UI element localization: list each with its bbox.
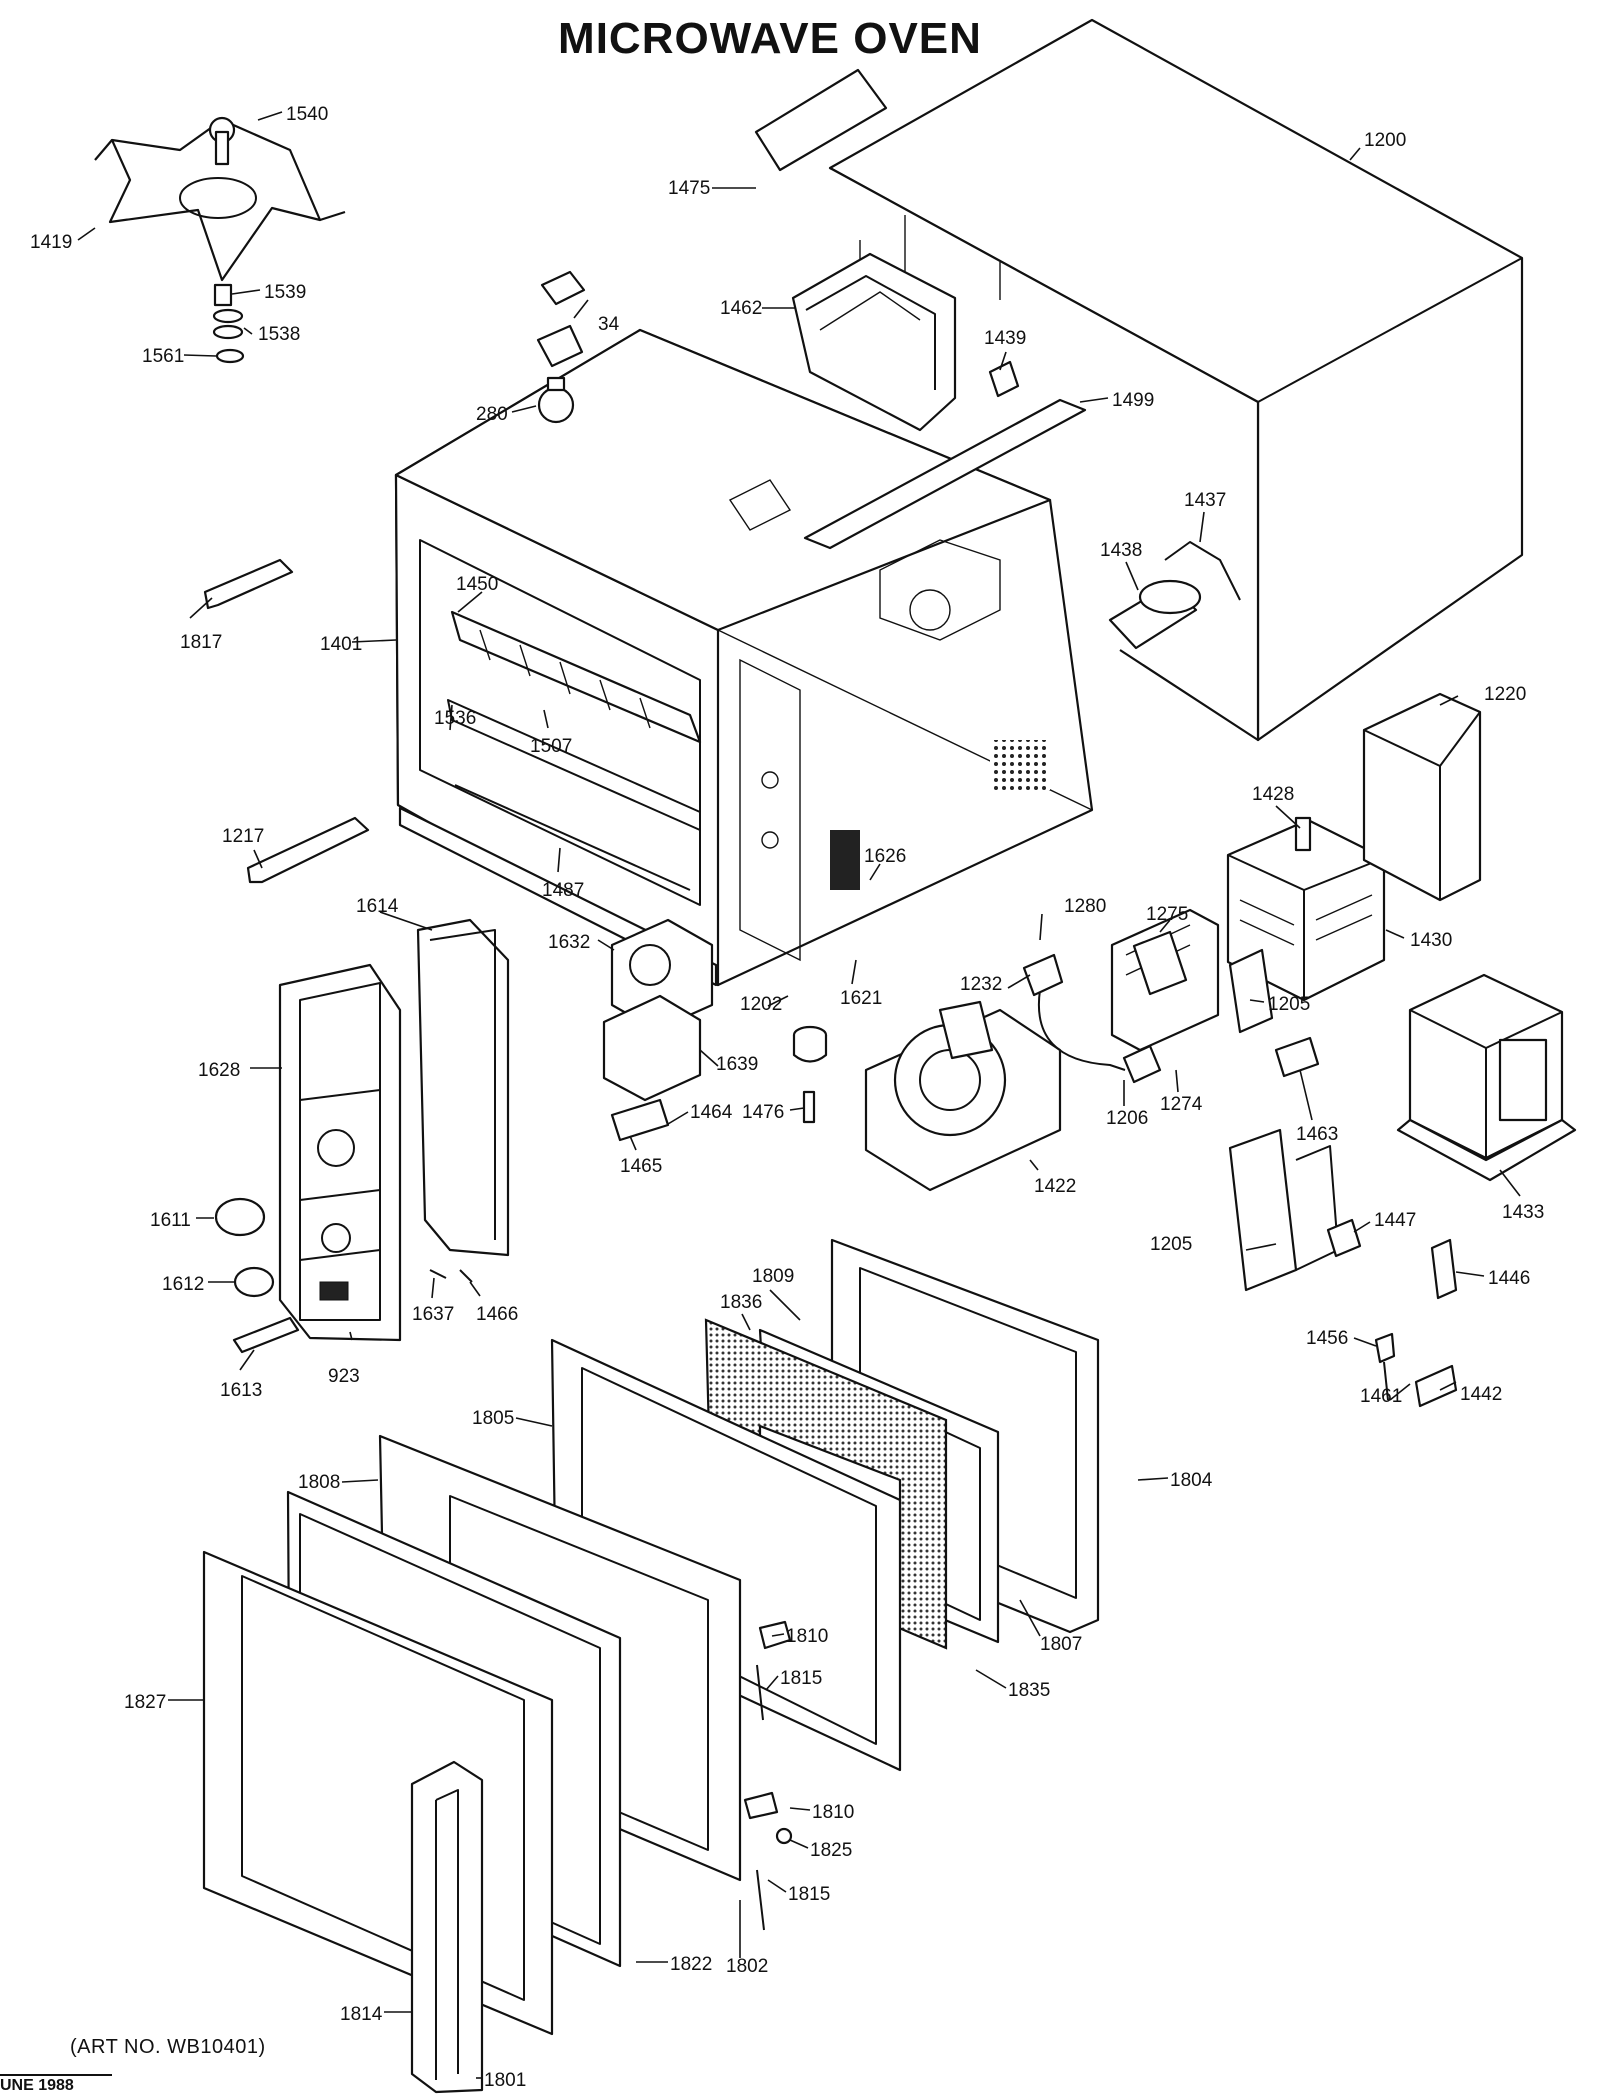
label-1815-lower: 1815 (788, 1884, 830, 1905)
label-1205-upper: 1205 (1268, 994, 1310, 1015)
label-1637: 1637 (412, 1304, 454, 1325)
label-1805: 1805 (472, 1408, 514, 1429)
label-1507: 1507 (530, 736, 572, 757)
oven-lamp (536, 270, 586, 424)
label-1275: 1275 (1146, 904, 1188, 925)
label-1465: 1465 (620, 1156, 662, 1177)
oven-shelf (447, 610, 702, 891)
timer-motor (602, 918, 714, 1142)
label-1439: 1439 (984, 328, 1026, 349)
label-1639: 1639 (716, 1054, 758, 1075)
label-1804: 1804 (1170, 1470, 1213, 1491)
label-1217: 1217 (222, 826, 264, 847)
label-1461: 1461 (1360, 1386, 1402, 1407)
label-1835: 1835 (1008, 1680, 1050, 1701)
label-1442: 1442 (1460, 1384, 1502, 1405)
high-voltage-capacitor (1108, 541, 1241, 650)
label-1612: 1612 (162, 1274, 204, 1295)
label-1628: 1628 (198, 1060, 240, 1081)
high-voltage-transformer (1396, 973, 1577, 1182)
art-number: (ART NO. WB10401) (70, 2036, 266, 2058)
label-1475: 1475 (668, 178, 710, 199)
stirrer-fan (94, 116, 346, 364)
label-1200: 1200 (1364, 130, 1406, 151)
label-1801: 1801 (484, 2070, 526, 2091)
label-280: 280 (476, 404, 508, 425)
label-1802: 1802 (726, 1956, 768, 1977)
label-1422: 1422 (1034, 1176, 1076, 1197)
label-1274: 1274 (1160, 1094, 1203, 1115)
label-1499: 1499 (1112, 390, 1154, 411)
label-1810-upper: 1810 (786, 1626, 828, 1647)
label-1433: 1433 (1502, 1202, 1544, 1223)
cooling-fan (864, 1000, 1062, 1192)
label-1464: 1464 (690, 1102, 733, 1123)
label-1466: 1466 (476, 1304, 518, 1325)
label-923: 923 (328, 1366, 360, 1387)
label-1621: 1621 (840, 988, 882, 1009)
door-assembly (202, 1238, 1100, 2094)
label-1536: 1536 (434, 708, 476, 729)
label-1538: 1538 (258, 324, 300, 345)
label-1808: 1808 (298, 1472, 340, 1493)
label-1202: 1202 (740, 994, 782, 1015)
label-1220: 1220 (1484, 684, 1526, 705)
label-1626: 1626 (864, 846, 906, 867)
label-1632: 1632 (548, 932, 590, 953)
label-1487: 1487 (542, 880, 584, 901)
label-1817: 1817 (180, 632, 222, 653)
label-1438: 1438 (1100, 540, 1142, 561)
label-1447: 1447 (1374, 1210, 1416, 1231)
label-1809: 1809 (752, 1266, 794, 1287)
rubber-foot (792, 1025, 828, 1124)
label-1561: 1561 (142, 346, 184, 367)
label-1611: 1611 (150, 1210, 191, 1231)
label-1476: 1476 (742, 1102, 784, 1123)
support-bracket (803, 398, 1087, 550)
air-duct (791, 252, 957, 432)
diagram-title: MICROWAVE OVEN (558, 14, 982, 63)
label-1446: 1446 (1488, 1268, 1530, 1289)
magnetron (1226, 816, 1386, 1002)
label-1836: 1836 (720, 1292, 762, 1313)
label-1810-lower: 1810 (812, 1802, 854, 1823)
label-1428: 1428 (1252, 784, 1294, 805)
label-1206: 1206 (1106, 1108, 1148, 1129)
power-cord (1022, 953, 1162, 1084)
label-1437: 1437 (1184, 490, 1226, 511)
label-1827: 1827 (124, 1692, 166, 1713)
label-1450: 1450 (456, 574, 498, 595)
label-1613: 1613 (220, 1380, 262, 1401)
control-mounting-plate (416, 918, 510, 1257)
noise-filter (1110, 908, 1220, 1052)
control-knobs (214, 1197, 473, 1354)
label-1232: 1232 (960, 974, 1002, 995)
waveguide-cover (1362, 692, 1482, 902)
label-1462: 1462 (720, 298, 762, 319)
label-1401: 1401 (320, 634, 362, 655)
label-1807: 1807 (1040, 1634, 1082, 1655)
label-1815-upper: 1815 (780, 1668, 822, 1689)
label-1430: 1430 (1410, 930, 1452, 951)
label-1539: 1539 (264, 282, 306, 303)
cover-plate (754, 68, 888, 172)
label-34: 34 (598, 314, 620, 335)
label-1456: 1456 (1306, 1328, 1348, 1349)
label-1825: 1825 (810, 1840, 852, 1861)
label-1540: 1540 (286, 104, 328, 125)
label-1205-lower: 1205 (1150, 1234, 1192, 1255)
part-labels: 1540 1419 1539 1538 1561 1475 1200 1462 … (30, 104, 1544, 2091)
label-1463: 1463 (1296, 1124, 1338, 1145)
label-1822: 1822 (670, 1954, 712, 1975)
label-1280: 1280 (1064, 896, 1106, 917)
small-brackets (203, 360, 1020, 884)
leader-lines (77, 111, 1521, 2079)
label-1419: 1419 (30, 232, 72, 253)
footer-date-text: UNE 1988 (0, 2074, 112, 2095)
control-panel (278, 963, 402, 1342)
label-1814: 1814 (340, 2004, 383, 2025)
label-1614: 1614 (356, 896, 399, 917)
